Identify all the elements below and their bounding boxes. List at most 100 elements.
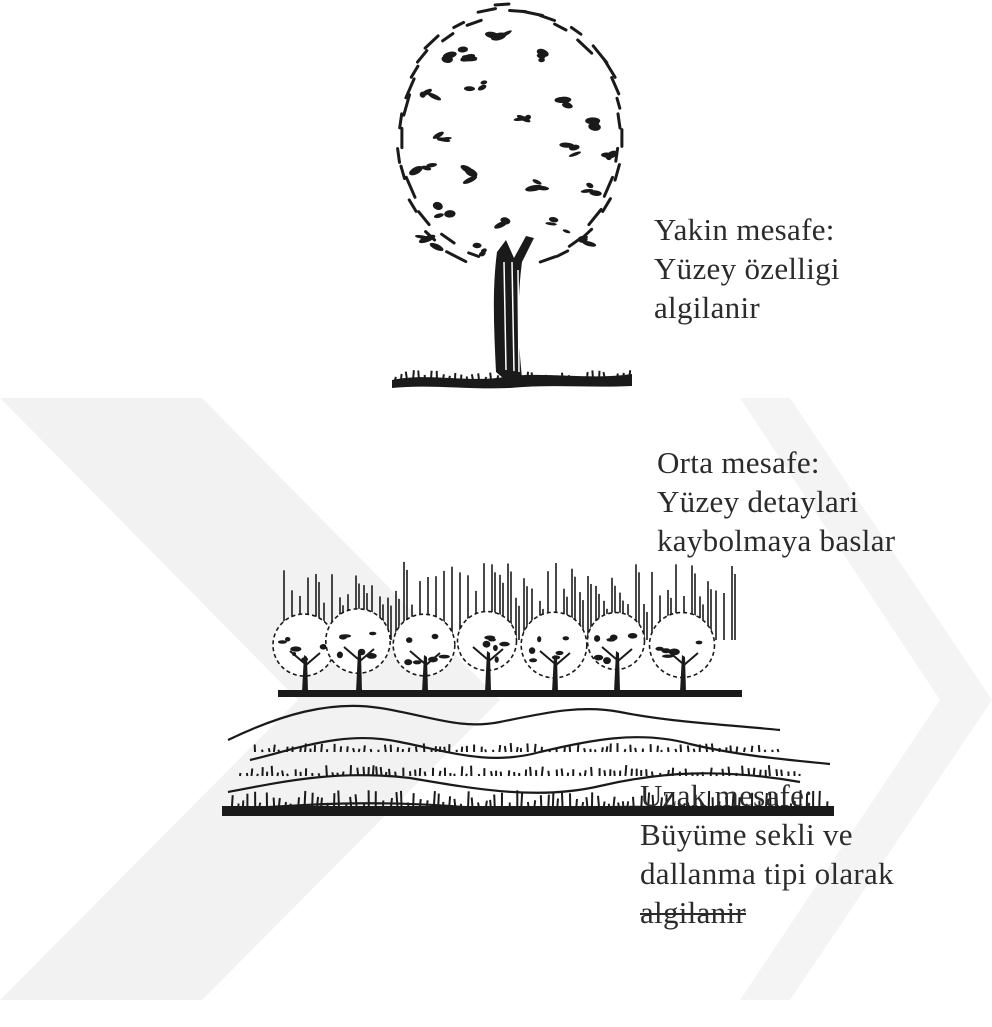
hill-grass-blade	[409, 748, 410, 752]
hill-grass-blade	[305, 791, 306, 806]
hill-grass-blade	[395, 772, 396, 776]
far-distance-caption: Uzak mesafe: Büyüme sekli ve dallanma ti…	[640, 776, 894, 932]
canopy-stroke	[603, 199, 611, 212]
leaf-cluster	[433, 212, 444, 219]
hill-grass-blade	[564, 747, 565, 752]
hill-grass-blade	[778, 749, 779, 752]
row-tree-leaves	[529, 647, 535, 654]
grass-blade	[490, 373, 491, 380]
grass-blade	[599, 371, 600, 380]
row-ground	[278, 690, 742, 697]
hill-grass-blade	[272, 766, 273, 776]
hill-grass-blade	[449, 796, 450, 806]
middle-caption-line-3: kaybolmaya baslar	[657, 521, 895, 560]
leaf-cluster	[532, 178, 542, 186]
hill-grass-blade	[528, 802, 529, 806]
grass-blade	[538, 377, 539, 380]
canopy-stroke	[589, 210, 601, 225]
hill-grass-blade	[604, 802, 605, 807]
near-distance-caption: Yakin mesafe: Yüzey özelligi algilanir	[654, 210, 840, 327]
hill-grass-blade	[252, 769, 253, 777]
hill-grass-blade	[371, 749, 372, 752]
grass-blade	[406, 372, 407, 380]
grass-blade	[592, 370, 593, 380]
hill-grass-blade	[438, 794, 439, 806]
grass-blade	[449, 376, 450, 380]
hill-grass-blade	[385, 745, 386, 752]
canopy-stroke	[401, 166, 405, 178]
hill-grass-blade	[420, 799, 421, 806]
hill-grass-blade	[748, 768, 749, 776]
hill-grass-blade	[635, 748, 636, 752]
row-tree-leaves	[483, 641, 491, 648]
row-tree-leaves	[339, 635, 347, 640]
hill-grass-blade	[591, 767, 592, 776]
tree-canopy	[398, 4, 622, 262]
hill-grass-blade	[530, 767, 531, 776]
hill-grass-blade	[668, 747, 669, 752]
row-tree-leaves	[610, 635, 618, 641]
hill-grass-blade	[462, 766, 463, 776]
hill-grass-blade	[688, 746, 689, 753]
hill-grass-blade	[633, 797, 634, 806]
hill-grass-blade	[570, 745, 571, 753]
hill-grass-blade	[232, 795, 233, 806]
hill-grass-blade	[286, 802, 287, 806]
hill-grass-blade	[319, 773, 320, 776]
hill-grass-blade	[485, 749, 486, 752]
hill-grass-blade	[274, 745, 275, 752]
grass-blade	[550, 377, 551, 380]
hill-grass-blade	[287, 774, 288, 776]
hill-grass-blade	[338, 791, 339, 807]
canopy-stroke	[578, 40, 592, 53]
hill-grass-blade	[521, 792, 522, 806]
canopy-stroke	[618, 114, 620, 128]
row-tree-leaves	[495, 656, 499, 662]
canopy-stroke	[409, 200, 416, 212]
hill-grass-blade	[548, 771, 549, 776]
hill-grass-blade	[427, 800, 428, 806]
grass-blade	[418, 371, 419, 381]
row-tree-leaves	[537, 636, 541, 642]
hill-grass-blade	[754, 768, 755, 776]
middle-distance-caption: Orta mesafe: Yüzey detaylari kaybolmaya …	[657, 443, 895, 560]
row-tree-leaves	[556, 651, 564, 655]
hill-grass-blade	[478, 803, 479, 807]
grass-blade	[527, 372, 528, 380]
canopy-stroke	[605, 60, 616, 77]
tree-leaf-clusters	[408, 29, 619, 257]
grass-blade	[514, 371, 515, 380]
grass-blade	[485, 377, 486, 380]
canopy-stroke	[584, 229, 592, 236]
hill-grass-blade	[332, 772, 333, 776]
grass-blade	[472, 374, 473, 380]
hill-grass-blade	[607, 746, 608, 752]
hill-grass-blade	[403, 749, 404, 752]
hill-grass-blade	[490, 800, 491, 806]
hill-grass-blade	[598, 796, 599, 806]
canopy-stroke	[418, 51, 427, 63]
row-tree-leaves	[278, 640, 287, 643]
hill-grass-blade	[625, 765, 626, 776]
hill-grass-blade	[317, 797, 318, 806]
hill-grass-blade	[321, 798, 322, 806]
row-tree-leaves	[529, 658, 537, 662]
hill-grass-blade	[413, 793, 414, 806]
hill-grass-blade	[632, 769, 633, 776]
row-tree-leaves	[432, 634, 439, 639]
hill-grass-blade	[657, 746, 658, 752]
leaf-cluster	[432, 201, 444, 212]
canopy-stroke	[469, 253, 479, 257]
hill-grass-blade	[472, 798, 473, 807]
hill-grass-blade	[618, 803, 619, 807]
hill-grass-blade	[776, 769, 777, 776]
row-tree-leaves	[603, 657, 611, 664]
hill-grass-blade	[765, 750, 766, 752]
middle-caption-line-2: Yüzey detaylari	[657, 482, 895, 521]
hill-grass-blade	[350, 797, 351, 806]
hill-grass-blade	[416, 747, 417, 752]
leaf-cluster	[444, 210, 456, 218]
hill-grass-blade	[305, 744, 306, 753]
row-tree-leaves	[563, 636, 570, 640]
hill-grass-blade	[499, 745, 500, 752]
